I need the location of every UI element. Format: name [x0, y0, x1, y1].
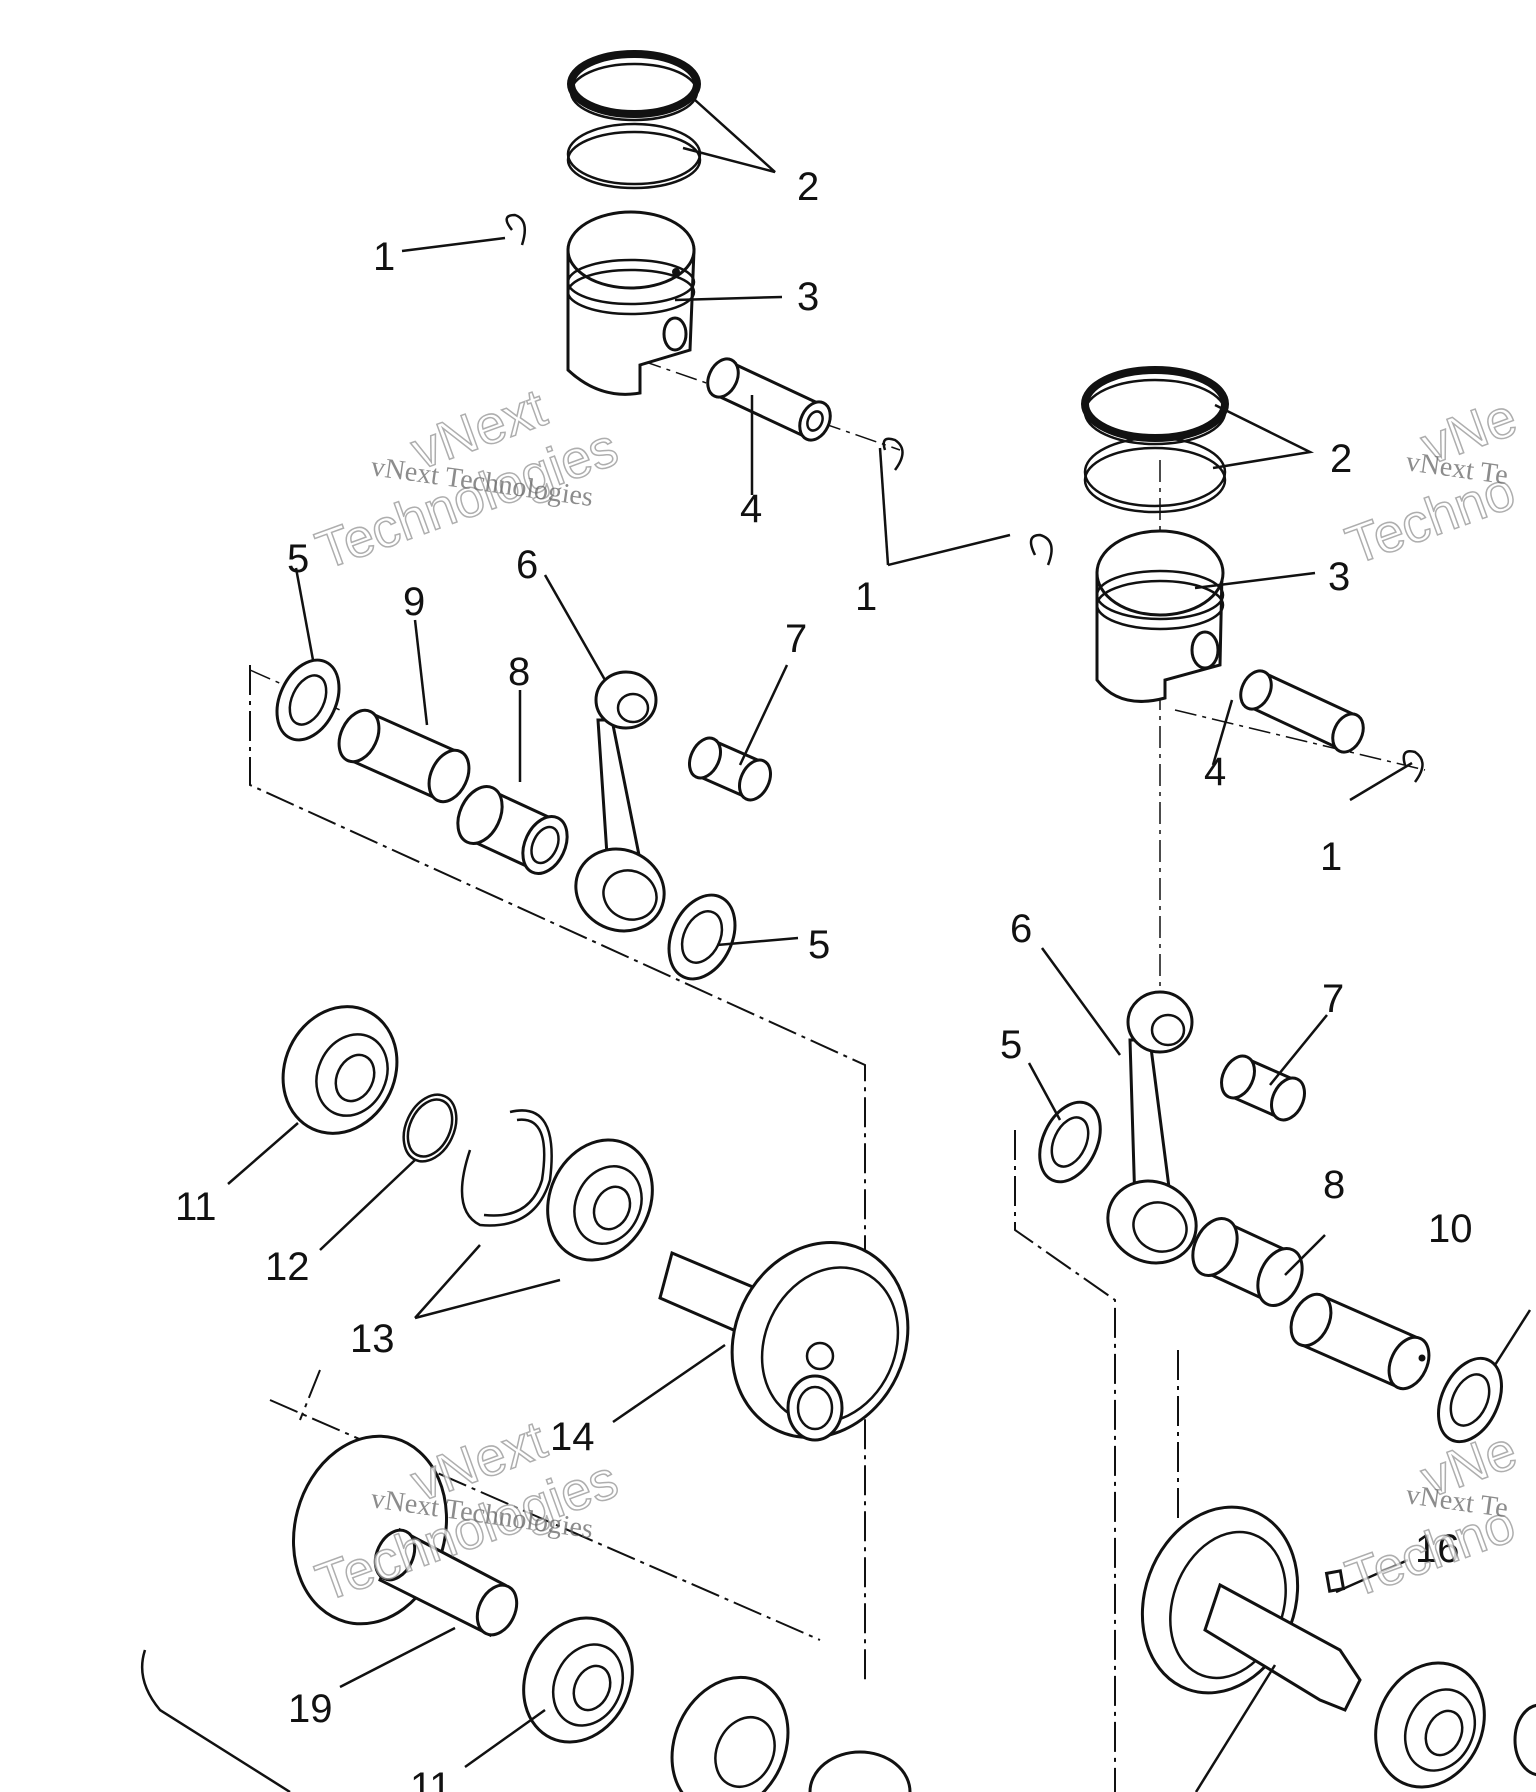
piston-left	[566, 210, 696, 396]
callout-6-left: 6	[516, 543, 538, 587]
watermark-upper-left: vNext Technologies vNext Technologies	[308, 377, 626, 582]
connecting-rod-assembly-left	[275, 658, 772, 981]
thrust-washer-left-lower	[667, 893, 737, 981]
thrust-washer-right-upper	[1038, 1100, 1102, 1184]
crankshaft-right-half	[1140, 1505, 1362, 1712]
callout-5-right: 5	[1000, 1023, 1022, 1067]
needle-bearing-left-small	[688, 736, 772, 802]
callout-7-left: 7	[785, 617, 807, 661]
callout-9: 9	[403, 580, 425, 624]
crankshaft-assembly-left	[281, 1005, 910, 1442]
needle-bearing-right-large	[1191, 1217, 1304, 1307]
ball-bearing-left-lower	[522, 1616, 634, 1744]
callout-8-right: 8	[1323, 1163, 1345, 1207]
callout-4-left: 4	[740, 487, 762, 531]
piston-pin-left	[706, 357, 832, 442]
callout-16: 16	[1415, 1527, 1460, 1571]
leader-lines	[227, 99, 1532, 1792]
piston-ring-right-bottom	[1083, 436, 1227, 514]
seal-right-edge	[1513, 1703, 1536, 1777]
piston-assembly-left	[505, 50, 904, 471]
callout-6-right: 6	[1010, 907, 1032, 951]
woodruff-key	[1324, 1569, 1346, 1593]
crank-pin-left	[337, 708, 471, 804]
ball-bearing-left-middle	[546, 1138, 654, 1262]
circlip-right-mid	[1029, 533, 1053, 566]
needle-bearing-left-large	[456, 785, 569, 875]
callout-14: 14	[550, 1415, 595, 1459]
piston-ring-right-top	[1081, 366, 1229, 446]
callout-13: 13	[350, 1317, 395, 1361]
callout-11-upper: 11	[175, 1185, 217, 1229]
labyrinth-seal	[670, 1675, 790, 1792]
crankshaft-left-half	[658, 1241, 910, 1442]
connecting-rod-assembly-right	[1038, 990, 1503, 1444]
crank-pin-right	[1289, 1292, 1431, 1391]
callout-1-right: 1	[1320, 835, 1342, 879]
circlip-left-pin-end	[882, 437, 904, 471]
needle-bearing-right-small	[1220, 1054, 1306, 1122]
crankshaft-flywheel-half	[291, 1434, 519, 1638]
ball-bearing-right-lower	[1374, 1661, 1486, 1789]
callout-8-left: 8	[508, 650, 530, 694]
callout-5-middle: 5	[808, 923, 830, 967]
callout-2-right: 2	[1330, 437, 1352, 481]
watermark-upper-right: vNe Techno vNext Te	[1338, 386, 1525, 577]
circlip-right-pin-end	[1402, 750, 1424, 783]
connecting-rod-left	[574, 670, 666, 933]
callout-4-right: 4	[1204, 750, 1226, 794]
thrust-washer-right-lower	[1437, 1356, 1503, 1444]
piston-ring-left-top	[567, 50, 701, 122]
callout-3-right: 3	[1328, 555, 1350, 599]
crankshaft-assembly-lower-right	[1140, 1505, 1536, 1789]
frame-outline-lower	[140, 1649, 291, 1792]
connecting-rod-right	[1106, 990, 1198, 1265]
callout-5-upper-left: 5	[287, 537, 309, 581]
thrust-washer-left-upper	[275, 658, 341, 742]
crankshaft-assembly-lower-left	[140, 1434, 912, 1792]
piston-right	[1095, 529, 1225, 703]
callout-2-left: 2	[797, 165, 819, 209]
callout-10: 10	[1428, 1207, 1473, 1251]
watermark-lower-right: vNe Techno vNext Te	[1338, 1419, 1525, 1610]
callout-7-right: 7	[1322, 977, 1344, 1021]
snap-ring-small	[402, 1093, 458, 1163]
piston-pin-right	[1239, 669, 1365, 754]
snap-ring-large	[460, 1109, 553, 1227]
callout-labels: 2 1 3 4 2 1 3 5 9 6 8 7 4 1 5 6 7 5 11 1…	[175, 165, 1473, 1792]
callout-19: 19	[288, 1687, 333, 1731]
piston-ring-left-bottom	[566, 122, 702, 190]
callout-1-left: 1	[373, 235, 395, 279]
ball-bearing-left-upper	[281, 1005, 399, 1135]
callout-11-lower: 11	[410, 1765, 452, 1792]
callout-3-left: 3	[797, 275, 819, 319]
circlip-left-top	[505, 213, 527, 246]
callout-12: 12	[265, 1245, 310, 1289]
callout-1-middle: 1	[855, 575, 877, 619]
piston-assembly-right	[1029, 366, 1424, 783]
ball-bearing-bottom-edge	[808, 1750, 912, 1792]
